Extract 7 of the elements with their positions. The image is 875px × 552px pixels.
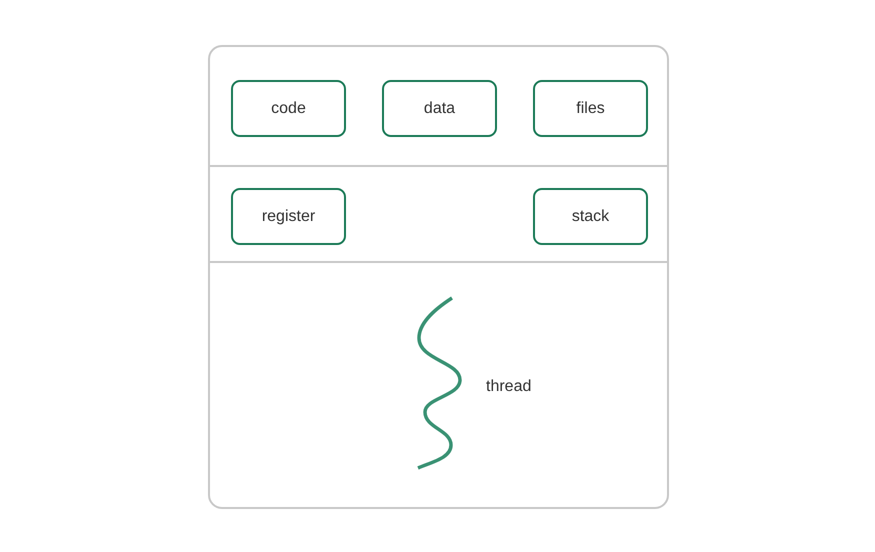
process-box: code xyxy=(231,80,346,137)
text-label: thread xyxy=(486,378,532,396)
process-box: files xyxy=(533,80,648,137)
container-box xyxy=(208,45,669,509)
process-box: stack xyxy=(533,188,648,245)
process-box: data xyxy=(382,80,497,137)
process-box: register xyxy=(231,188,346,245)
